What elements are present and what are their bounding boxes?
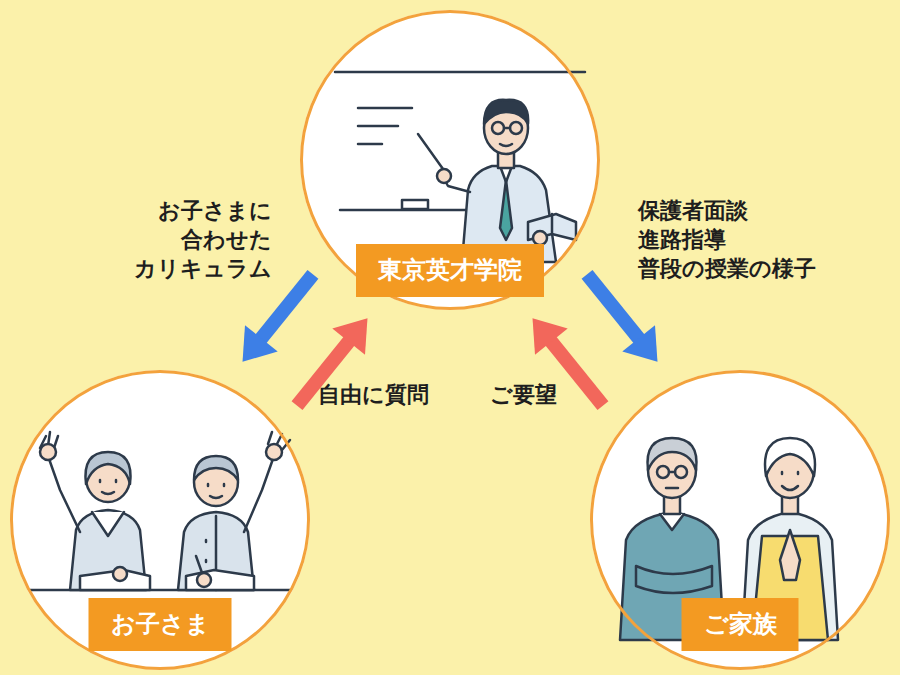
edge-label: 保護者面談 進路指導 普段の授業の様子 <box>638 196 816 283</box>
name-tag: ご家族 <box>682 598 799 651</box>
edge-label: ご要望 <box>490 380 557 409</box>
circle-node: 東京英才学院 <box>300 10 600 310</box>
name-tag: お子さま <box>89 598 232 651</box>
name-tag: 東京英才学院 <box>356 244 544 297</box>
edge-label: お子さまに 合わせた カリキュラム <box>134 196 272 283</box>
circle-node: ご家族 <box>590 370 890 670</box>
arrow-connector <box>243 274 313 361</box>
circle-node: お子さま <box>10 370 310 670</box>
edge-label: 自由に質問 <box>318 380 429 409</box>
arrow-connector <box>587 274 657 361</box>
